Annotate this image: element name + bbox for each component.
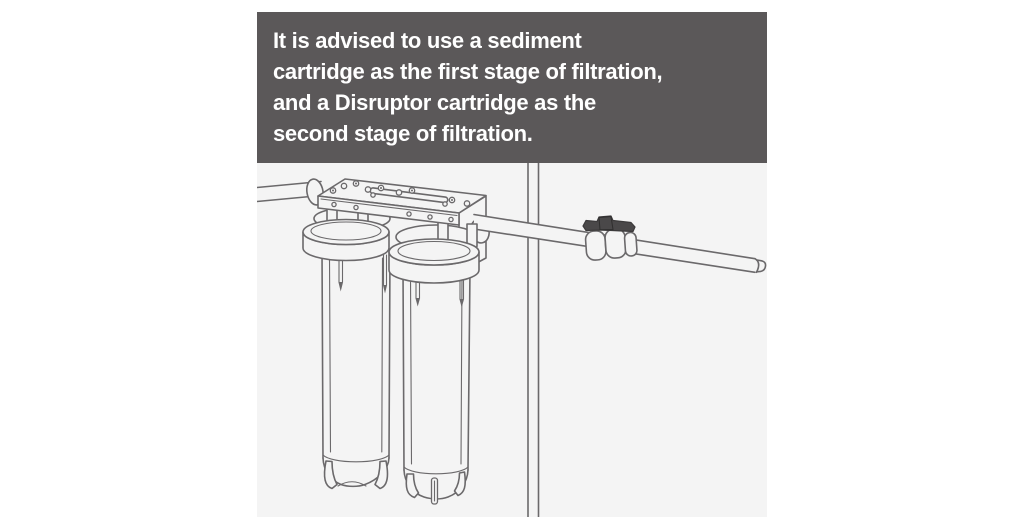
filter-illustration-svg <box>257 163 767 517</box>
instruction-note: It is advised to use a sediment cartridg… <box>257 12 767 163</box>
valve-handle-icon <box>582 215 636 233</box>
first-stage-collar <box>302 218 390 262</box>
drain-stem-icon <box>430 477 439 505</box>
wall-pipe-icon <box>527 163 540 517</box>
note-line-4: second stage of filtration. <box>273 121 533 146</box>
filter-illustration <box>257 163 767 517</box>
note-line-3: and a Disruptor cartridge as the <box>273 90 596 115</box>
bracket-bolts <box>329 180 471 207</box>
note-line-1: It is advised to use a sediment <box>273 28 582 53</box>
shutoff-valve-icon <box>582 215 638 261</box>
inlet-pipe-icon <box>257 178 324 206</box>
note-line-2: cartridge as the first stage of filtrati… <box>273 59 663 84</box>
mounting-bracket-icon <box>317 178 487 226</box>
second-stage-collar <box>388 238 480 284</box>
bracket-rail-screws <box>331 201 454 223</box>
sediment-filter-housing-icon <box>321 249 391 490</box>
disruptor-filter-housing-icon <box>402 267 471 505</box>
